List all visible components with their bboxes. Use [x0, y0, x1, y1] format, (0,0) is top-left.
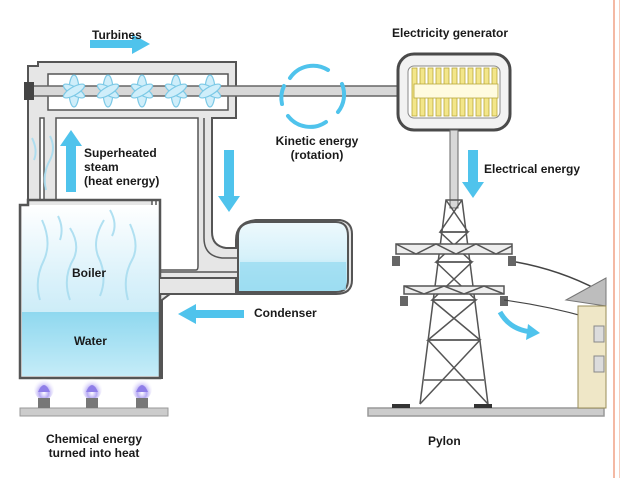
insulators	[392, 256, 516, 306]
page-border-accent-2	[619, 0, 620, 478]
rotation-arrows-icon	[279, 63, 347, 129]
electricity-flow-arrowhead	[526, 324, 540, 340]
shaft-end-cap	[24, 82, 34, 100]
label-chemical: Chemical energy turned into heat	[45, 432, 143, 460]
feed-pipe-fill	[161, 279, 235, 293]
steam-up-arrow	[60, 130, 82, 192]
flame-icon	[34, 376, 152, 400]
boiler-water	[22, 312, 160, 376]
condenser-water	[240, 262, 346, 290]
label-generator: Electricity generator	[392, 26, 509, 40]
label-pylon: Pylon	[428, 434, 461, 448]
house-window	[593, 325, 605, 343]
electrical-down-arrow	[462, 150, 484, 198]
electricity-flow-arrow	[497, 310, 533, 335]
page-border-accent	[613, 0, 615, 478]
label-water: Water	[74, 334, 107, 348]
generator-cable	[449, 129, 459, 209]
boiler-outline	[18, 198, 162, 380]
power-line	[515, 261, 599, 291]
pipe-gap-left	[39, 117, 45, 201]
turbines-arrow	[90, 34, 150, 54]
turbine-shaft	[29, 85, 431, 97]
pylon	[367, 199, 605, 417]
house-roof	[564, 277, 607, 307]
steam-circuit	[18, 34, 353, 380]
steam-wisps	[31, 135, 137, 301]
burner-base	[19, 407, 169, 417]
label-steam: Superheated steam (heat energy)	[84, 146, 160, 188]
turbine-assembly	[24, 63, 431, 129]
power-line-2	[503, 299, 591, 319]
burner-nozzles	[38, 398, 148, 408]
burners	[19, 376, 169, 417]
house-window-2	[593, 355, 605, 373]
label-condenser: Condenser	[254, 306, 317, 320]
water-return-arrow	[178, 304, 244, 324]
label-turbines: Turbines	[92, 28, 142, 42]
house	[564, 277, 607, 409]
pylon-ground	[367, 407, 605, 417]
generator	[396, 52, 512, 209]
turbine-blades	[62, 74, 222, 108]
label-electrical: Electrical energy	[484, 162, 581, 176]
generator-rotor	[413, 83, 499, 99]
label-boiler: Boiler	[72, 266, 107, 280]
steam-down-arrow	[218, 150, 240, 212]
label-kinetic: Kinetic energy (rotation)	[275, 134, 359, 162]
